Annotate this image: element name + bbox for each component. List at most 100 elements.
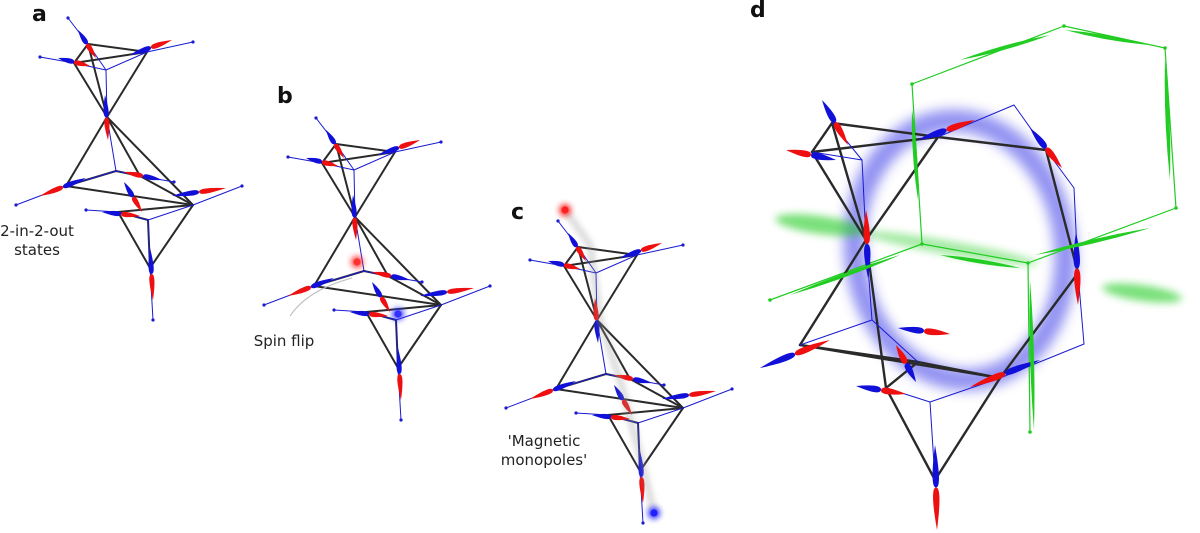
lattice-link [799, 319, 873, 346]
lattice-link [871, 319, 919, 363]
tetra-bond [387, 275, 442, 306]
tetra-bond [830, 121, 868, 242]
spin-half-icon [321, 160, 338, 167]
spin-half-icon [378, 146, 400, 155]
dual-lattice-site [768, 298, 772, 302]
dual-spin-icon [940, 255, 1020, 268]
tetra-bond [139, 175, 194, 206]
lattice-site [172, 180, 176, 184]
caption-2in2out: 2-in-2-out states [0, 222, 74, 260]
spin-half-icon [864, 243, 871, 278]
dual-spin-icon [1029, 280, 1035, 430]
lattice-site [528, 258, 532, 262]
panel-label-b: b [277, 84, 293, 109]
tetra-bond [106, 116, 194, 206]
tetra-bond [321, 143, 337, 164]
panel-c-structure [504, 204, 734, 525]
spin-half-icon [898, 326, 925, 334]
spin-half-icon [142, 174, 162, 181]
spin-half-icon [760, 352, 796, 368]
spin-half-icon [326, 130, 337, 145]
tetra-bond [933, 376, 1002, 482]
tetra-bond [629, 378, 684, 409]
lattice-site [332, 308, 336, 312]
tetra-bond [365, 304, 442, 313]
spin-half-icon [1030, 128, 1047, 149]
spin-half-icon [563, 263, 580, 270]
spin-half-icon [880, 387, 906, 395]
tetra-bond [639, 407, 684, 472]
dual-lattice-link [911, 25, 1065, 85]
spin-half-icon [379, 296, 390, 312]
spin-half-icon [288, 285, 312, 296]
spin-half-icon [688, 390, 716, 397]
spin-half-icon [104, 117, 110, 140]
lattice-site [399, 418, 403, 422]
lattice-site [420, 280, 424, 284]
lattice-site [262, 303, 266, 307]
tetra-bond [607, 414, 641, 472]
dual-spin-blur [1102, 283, 1182, 303]
spin-half-icon [833, 122, 848, 145]
lattice-site [488, 284, 492, 288]
tetra-bond [106, 51, 148, 118]
lattice-site [66, 16, 70, 20]
dual-spin-icon [790, 255, 900, 295]
spin-half-icon [396, 348, 402, 375]
dual-spin-blur [775, 214, 865, 236]
panel-label-d: d [750, 0, 766, 23]
tetra-bond [798, 343, 920, 364]
spin-half-icon [632, 377, 652, 384]
spin-half-icon [306, 157, 323, 164]
spin-half-icon [150, 40, 172, 49]
panel-label-a: a [32, 2, 47, 27]
dual-lattice-link [1027, 262, 1031, 433]
tetra-bond [354, 216, 389, 277]
spin-half-icon [131, 196, 142, 212]
tetra-bond [810, 150, 868, 242]
magnetic-charge-icon [353, 258, 361, 266]
dual-lattice-site [1163, 46, 1167, 50]
lattice-site [84, 208, 88, 212]
dual-lattice-site [910, 82, 914, 86]
tetra-bond [830, 121, 940, 139]
tetra-bond [936, 135, 1048, 152]
spin-half-icon [933, 487, 940, 530]
lattice-site [681, 243, 685, 247]
spin-half-icon [932, 445, 939, 488]
panel-d-structure [760, 24, 1182, 530]
spin-half-icon [40, 185, 64, 196]
spin-half-icon [794, 340, 830, 356]
spin-half-icon [594, 320, 600, 343]
tetra-bond [106, 116, 141, 177]
lattice-link [192, 185, 243, 206]
dual-spin-icon [911, 110, 919, 200]
lattice-link [146, 41, 194, 53]
lattice-site [314, 116, 318, 120]
spin-half-icon [397, 373, 403, 400]
tetra-bond [321, 162, 356, 218]
lattice-link [937, 104, 1015, 138]
lattice-link [395, 304, 442, 321]
dual-spin-blur [861, 230, 1039, 266]
panel-a-structure [14, 16, 244, 322]
lattice-link [595, 254, 638, 274]
tetra-bond [916, 360, 1002, 380]
dual-lattice-site [1174, 206, 1178, 210]
spin-half-icon [1074, 268, 1081, 305]
spin-half-icon [198, 187, 226, 194]
magnetic-charge-icon [650, 509, 658, 517]
lattice-site [439, 140, 443, 144]
tetra-bond [365, 311, 399, 369]
caption-line: states [14, 241, 60, 259]
lattice-site [730, 387, 734, 391]
spin-half-icon [639, 476, 645, 503]
tetra-bond [596, 254, 638, 321]
tetra-bond [354, 216, 442, 306]
tetra-bond [810, 121, 834, 154]
lattice-link [636, 244, 684, 256]
dirac-string-path [562, 207, 658, 514]
spin-half-icon [58, 57, 75, 64]
spin-half-icon [390, 274, 410, 281]
dual-spin-icon [1065, 30, 1150, 45]
